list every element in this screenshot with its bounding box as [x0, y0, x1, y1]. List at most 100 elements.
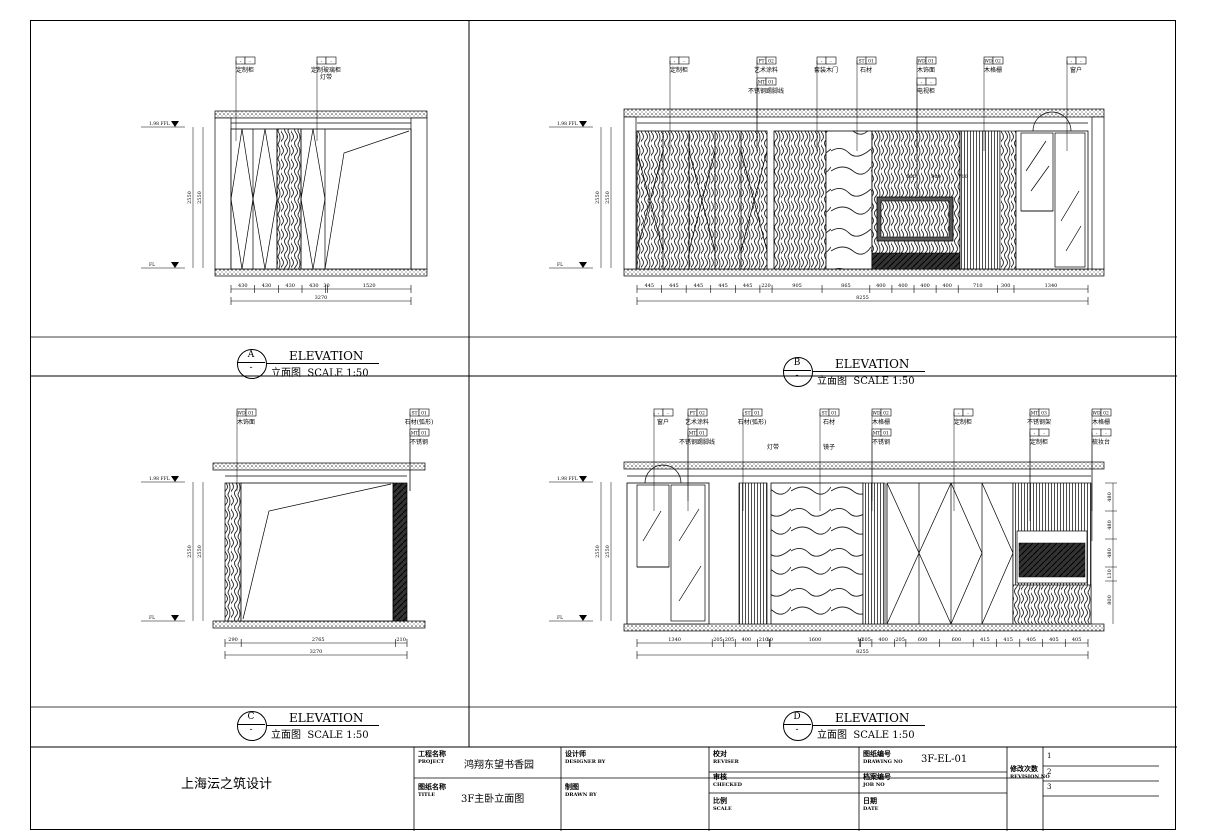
dim-d-value: 205: [861, 637, 871, 643]
d-tag-code-a: PT: [689, 411, 695, 417]
c2-tag-code-a: MT: [411, 431, 419, 437]
b-tag-code-a: -: [821, 60, 823, 65]
b-tag-label: 石材: [860, 66, 872, 74]
lv-d-height-b: 2550: [605, 545, 611, 558]
dim-c-total: 3270: [310, 649, 323, 655]
dim-b-value: 400: [898, 283, 908, 289]
lv-b-level-triangle: [579, 121, 587, 127]
d-tag-light-label: 灯带: [767, 443, 779, 451]
d-right-dim: 480: [1107, 548, 1113, 558]
caption-c-text: 立面图: [271, 730, 301, 741]
dim-b-value: 400: [942, 283, 952, 289]
dim-d-value: 205: [895, 637, 905, 643]
c-tag-code-a: WD: [237, 411, 246, 417]
d-tag-code-a: WD: [1092, 411, 1101, 417]
caption-b-letter: B: [793, 358, 801, 368]
lv-c-level-text: FL: [149, 615, 155, 621]
b-tag-code-b: 01: [868, 59, 874, 65]
dim-b-value: 445: [694, 283, 704, 289]
dim-d-total: 8255: [856, 649, 869, 655]
b-tag-label: 木饰面: [917, 66, 935, 74]
d-tag-code-b: 02: [883, 411, 889, 417]
dim-a-value: 30: [323, 283, 329, 289]
dim-d-value: 210: [759, 637, 769, 643]
d-tag-code-b: -: [967, 412, 969, 417]
d-right-dim: 480: [1107, 492, 1113, 502]
dim-a-value: 430: [262, 283, 272, 289]
lv-d-level-triangle: [579, 615, 587, 621]
b-tag-code-a: WD: [917, 59, 926, 65]
caption-d-dash: -: [795, 725, 799, 735]
lv-b-level-triangle: [579, 262, 587, 268]
caption-d-letter: D: [793, 712, 801, 722]
b-inner-dim: 900: [931, 174, 941, 180]
caption-c-elevation: ELEVATION: [289, 711, 364, 725]
dim-d-value: 405: [1072, 637, 1082, 643]
lv-b-height-a: 2550: [595, 191, 601, 204]
d3-tag-code-a: MT: [873, 431, 881, 437]
caption-c-letter: C: [247, 712, 255, 722]
b-tag-code-b: -: [683, 60, 685, 65]
d-tag-label: 不锈钢架: [1027, 418, 1051, 426]
lv-a-level-text: 1.98 FFL: [149, 121, 170, 127]
caption-a-dash: -: [249, 363, 253, 373]
caption-c-scale: SCALE 1:50: [307, 730, 369, 741]
d-tag-code-a: -: [658, 412, 660, 417]
dim-a-value: 430: [309, 283, 319, 289]
dim-d-value: 600: [918, 637, 928, 643]
d-tag-code-b: 03: [1041, 411, 1047, 417]
c-tag-label: 木饰面: [237, 418, 255, 426]
lv-a-height-a: 2550: [187, 191, 193, 204]
lv-a-height-b: 2550: [197, 191, 203, 204]
dim-a-value: 430: [285, 283, 295, 289]
dim-d-value: 400: [878, 637, 888, 643]
project-value: 鸿翔东望书香园: [464, 760, 534, 771]
d5-tag-label: 梳妆台: [1092, 438, 1110, 446]
dim-d-value: 1600: [809, 637, 822, 643]
b-tag-code-a: WD: [984, 59, 993, 65]
a-tag-label2: 灯带: [320, 73, 332, 81]
d-right-dim: 130: [1107, 569, 1113, 579]
d-tag-code-a: WD: [872, 411, 881, 417]
d-right-dim: 480: [1107, 520, 1113, 530]
revision-1: 1: [1047, 752, 1052, 760]
d-tag-code-a: ST: [744, 411, 750, 417]
caption-d: D - ELEVATION 立面图 SCALE 1:50: [783, 711, 943, 741]
d2-tag-code-a: MT: [689, 431, 697, 437]
dim-a-value: 430: [238, 283, 248, 289]
d2-tag-label: 不锈钢踢脚线: [679, 438, 715, 446]
d-tag-code-b: -: [667, 412, 669, 417]
caption-b-text: 立面图: [817, 376, 847, 387]
dim-d-value: 400: [742, 637, 752, 643]
a-tag-code-b: -: [330, 60, 332, 65]
d4-tag-code-a: -: [1034, 432, 1036, 437]
lv-b-level-text: FL: [557, 262, 563, 268]
b-tag-code-b: 02: [768, 59, 774, 65]
drawing-no-value: 3F-EL-01: [921, 754, 968, 765]
lv-a-level-text: FL: [149, 262, 155, 268]
d-tag-label: 木格栅: [1092, 418, 1110, 426]
b-tag-label: 套装木门: [814, 66, 838, 74]
caption-b-elevation: ELEVATION: [835, 357, 910, 371]
a-tag-label: 定制玻璃柜: [311, 66, 341, 74]
d2-tag-code-b: 01: [699, 431, 705, 437]
dim-b-value: 710: [973, 283, 983, 289]
dim-c-value: 210: [396, 637, 406, 643]
dim-b-value: 445: [718, 283, 728, 289]
caption-d-scale: SCALE 1:50: [853, 730, 915, 741]
b2-tag-code-a: MT: [758, 80, 766, 86]
dim-b-value: 400: [876, 283, 886, 289]
